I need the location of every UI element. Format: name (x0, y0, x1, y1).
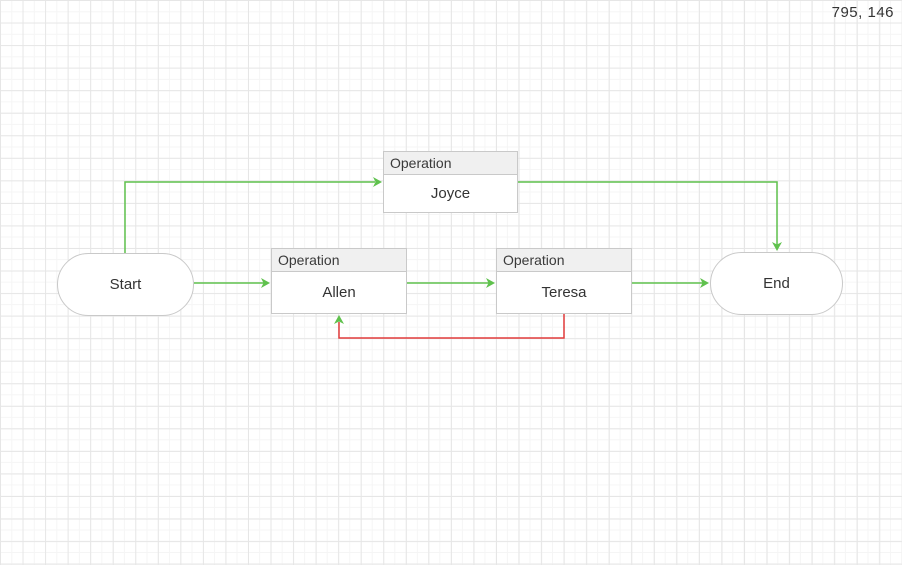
pointer-coordinates: 795, 146 (831, 4, 894, 21)
node-allen-label: Allen (322, 284, 356, 301)
edge-joyce-end[interactable] (518, 181, 778, 245)
node-start[interactable]: Start (57, 253, 194, 316)
edge-allen-teresa-arrowhead[interactable] (486, 278, 495, 288)
node-end[interactable]: End (710, 252, 843, 315)
edge-start-joyce-arrowhead[interactable] (373, 177, 382, 187)
node-start-label: Start (109, 276, 142, 293)
node-operation-teresa[interactable]: Operation Teresa (496, 248, 632, 314)
node-end-label: End (763, 275, 790, 292)
node-joyce-label: Joyce (430, 185, 471, 202)
node-operation-allen[interactable]: Operation Allen (271, 248, 407, 314)
edge-teresa-end-arrowhead[interactable] (700, 278, 709, 288)
node-joyce-header: Operation (384, 152, 517, 175)
node-operation-joyce[interactable]: Operation Joyce (383, 151, 518, 213)
node-teresa-label: Teresa (541, 284, 587, 301)
edge-start-joyce[interactable] (124, 181, 375, 253)
node-teresa-header: Operation (497, 249, 631, 272)
edge-teresa-allen[interactable] (338, 314, 565, 339)
edge-teresa-allen-arrowhead[interactable] (334, 315, 344, 324)
node-allen-header: Operation (272, 249, 406, 272)
edge-joyce-end-arrowhead[interactable] (772, 242, 782, 251)
edge-start-allen-arrowhead[interactable] (261, 278, 270, 288)
